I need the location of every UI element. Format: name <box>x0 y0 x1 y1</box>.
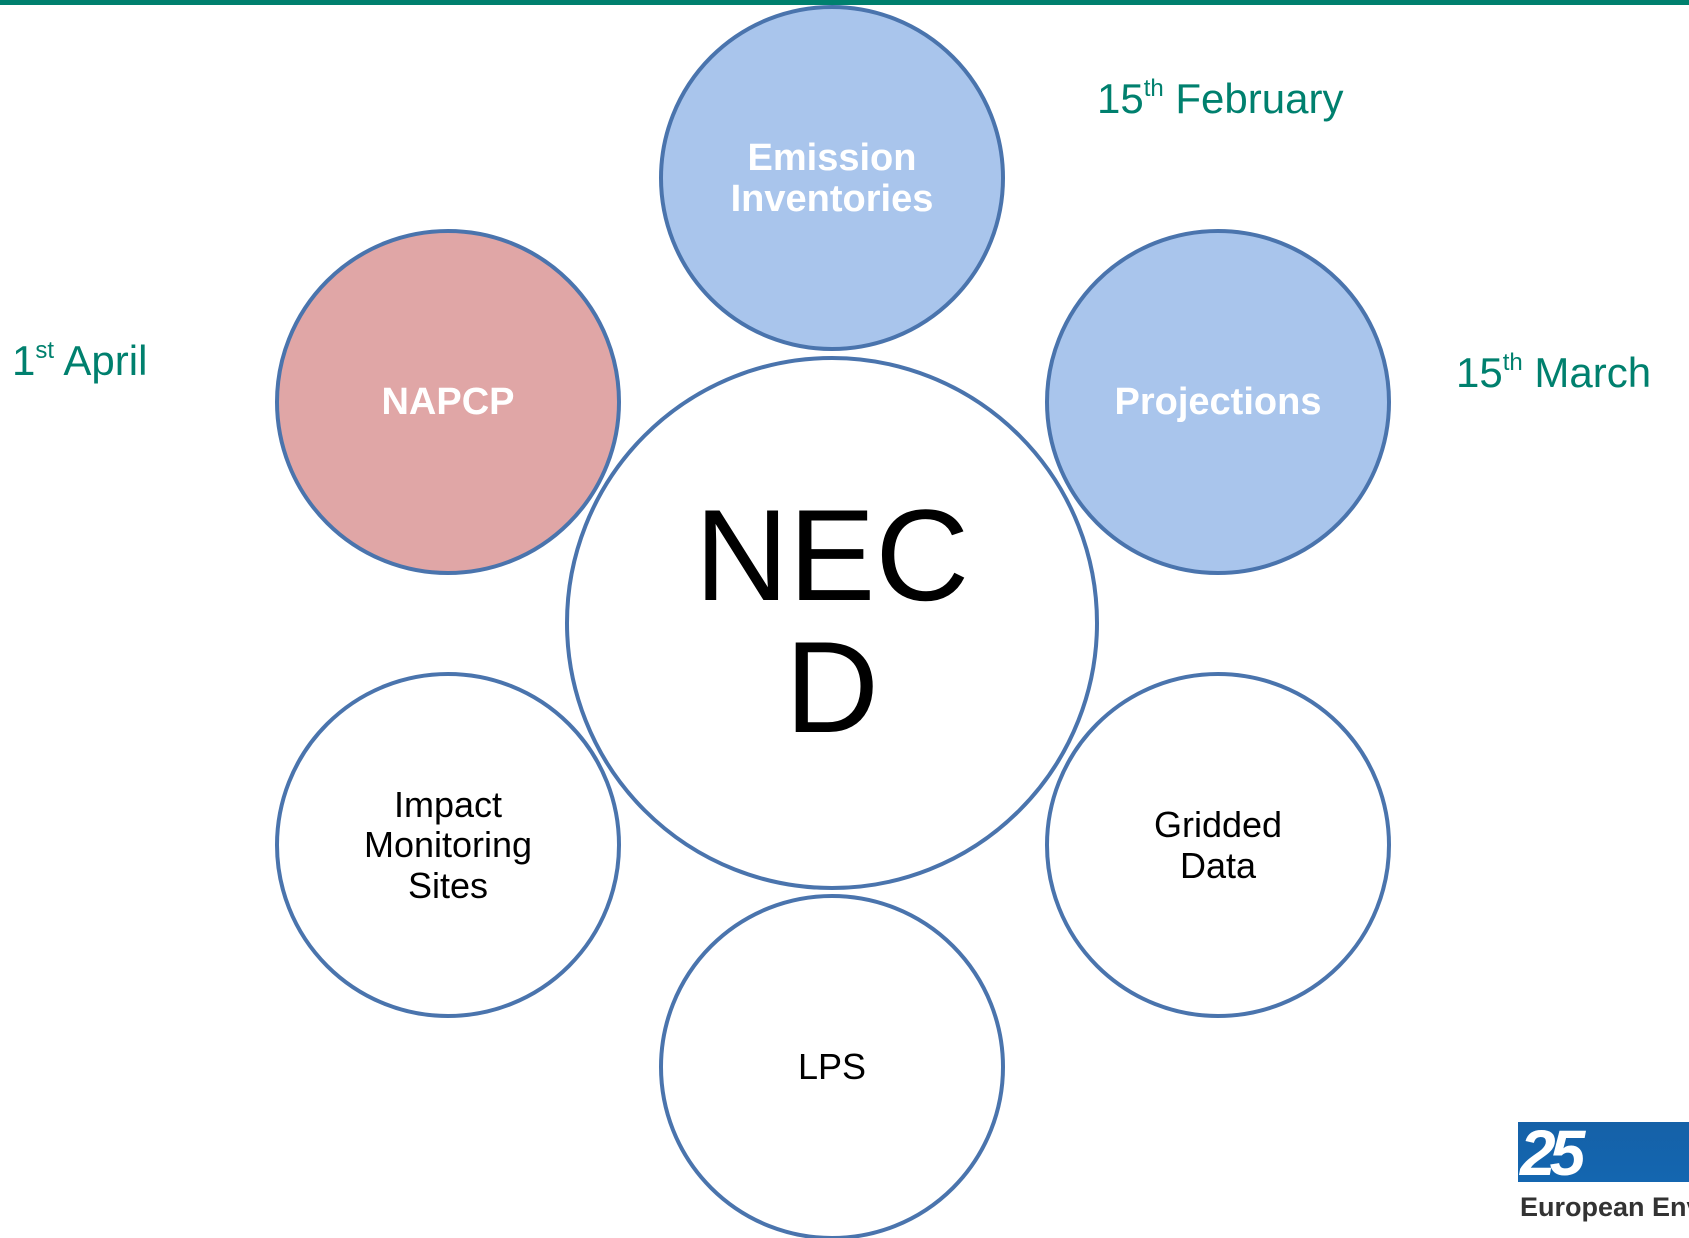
date-april-num: 1 <box>12 337 36 384</box>
center-label-line1: NEC <box>695 482 969 628</box>
gridded-label-line1: Gridded <box>1154 804 1282 845</box>
date-march: 15th March <box>1456 349 1651 397</box>
logo-band <box>1518 1122 1689 1182</box>
date-march-month: March <box>1534 349 1652 396</box>
lps-label: LPS <box>798 1046 866 1087</box>
top-accent-bar <box>0 0 1689 5</box>
projections-label: Projections <box>1115 381 1322 423</box>
date-april-suffix: st <box>35 337 55 364</box>
emission-label-line1: Emission <box>748 137 917 179</box>
center-label-line2: D <box>785 614 879 760</box>
logo-number: 25 <box>1520 1122 1585 1189</box>
date-april-month: April <box>63 337 148 384</box>
date-march-suffix: th <box>1502 349 1523 376</box>
bubble-gridded-data: Gridded Data <box>1045 672 1391 1018</box>
bubble-lps: LPS <box>659 894 1005 1238</box>
impact-label-line1: Impact <box>394 784 502 825</box>
gridded-label-line2: Data <box>1180 845 1257 886</box>
bubble-emission-inventories: Emission Inventories <box>659 5 1005 351</box>
eea-logo: 25 European Env <box>1518 1122 1689 1238</box>
bubble-napcp: NAPCP <box>275 229 621 575</box>
bubble-impact-monitoring-sites: Impact Monitoring Sites <box>275 672 621 1018</box>
center-bubble-necd: NEC D <box>565 356 1099 890</box>
emission-label-line2: Inventories <box>731 178 934 220</box>
date-february-num: 15 <box>1097 75 1144 122</box>
date-april: 1st April <box>12 337 147 385</box>
date-february-suffix: th <box>1143 75 1164 102</box>
impact-label-line3: Sites <box>408 865 488 906</box>
date-february: 15th February <box>1097 75 1343 123</box>
logo-text: European Env <box>1520 1192 1689 1222</box>
napcp-label: NAPCP <box>381 381 514 423</box>
bubble-projections: Projections <box>1045 229 1391 575</box>
date-march-num: 15 <box>1456 349 1503 396</box>
impact-label-line2: Monitoring <box>364 824 532 865</box>
date-february-month: February <box>1175 75 1344 122</box>
